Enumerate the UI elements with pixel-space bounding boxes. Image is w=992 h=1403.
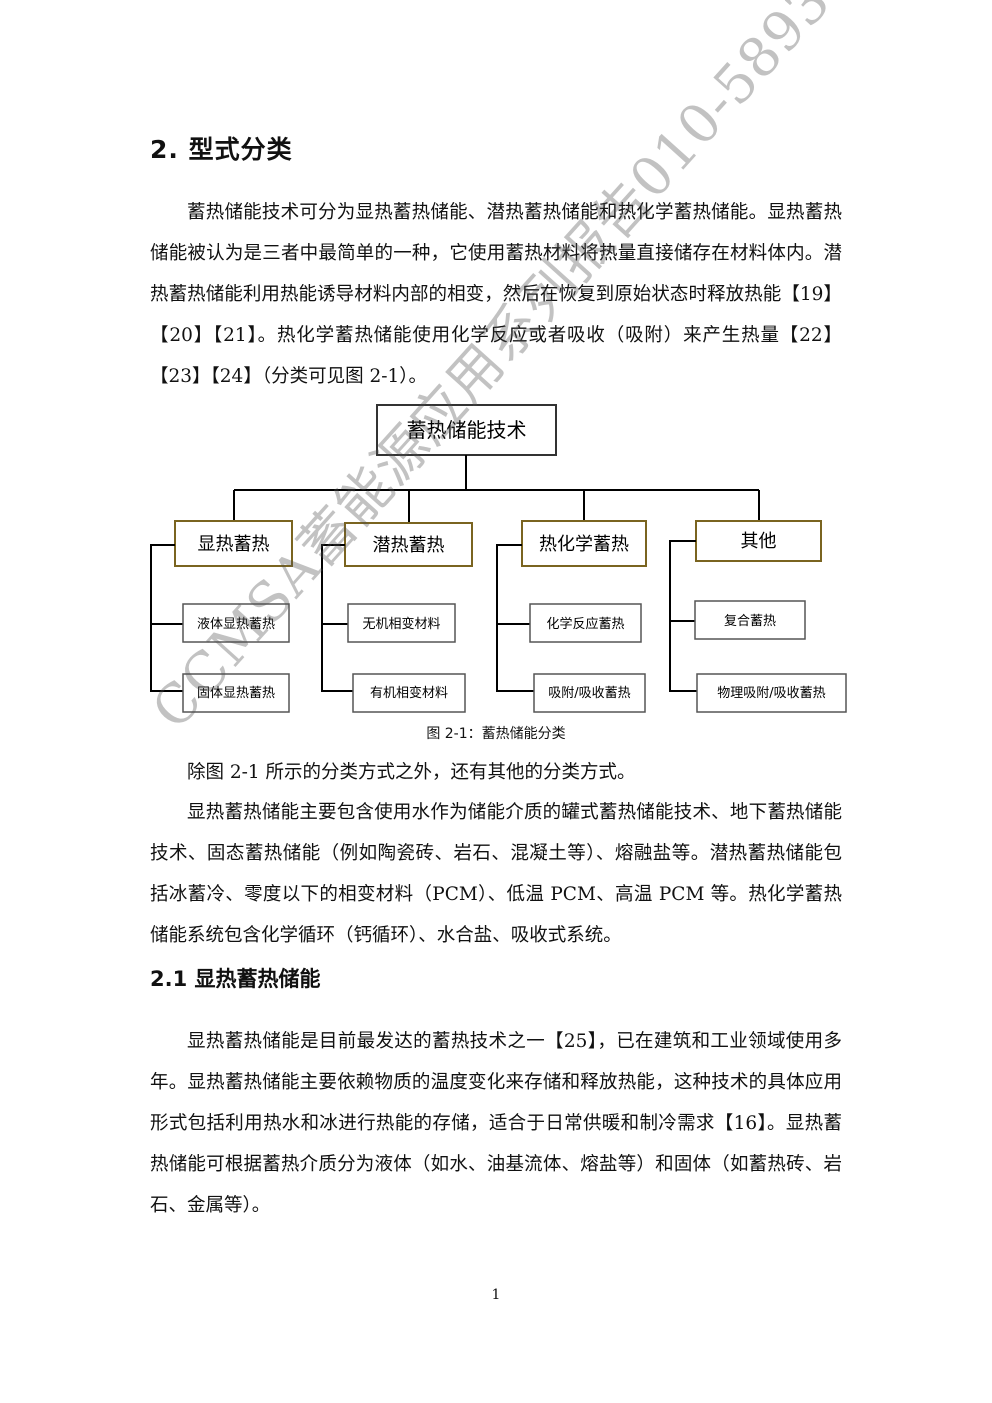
category-box-sensible: [174, 520, 293, 567]
page-number: 1: [491, 1287, 501, 1303]
category-label-latent: 潜热蓄热: [373, 535, 445, 556]
sub-box: [182, 673, 290, 713]
sub-label: 有机相变材料: [370, 685, 448, 701]
sub-box: [694, 600, 806, 640]
diagram-root-box: [376, 404, 557, 456]
sub-box: [182, 603, 290, 643]
sub-box: [352, 673, 466, 713]
sub-label: 液体显热蓄热: [197, 617, 275, 632]
paragraph-details: 显热蓄热储能主要包含使用水作为储能介质的罐式蓄热储能技术、地下蓄热储能技术、固态…: [150, 802, 842, 946]
sub-box: [533, 673, 646, 713]
sub-label: 复合蓄热: [724, 614, 776, 629]
sub-label: 吸附/吸收蓄热: [548, 686, 630, 701]
category-label-other: 其他: [741, 531, 777, 552]
category-box-thermochemical: [521, 520, 647, 567]
sub-label: 物理吸附/吸收蓄热: [717, 686, 825, 701]
diagram-root-label: 蓄热储能技术: [407, 418, 527, 442]
classification-diagram: 蓄热储能技术 显热蓄热 潜热蓄热 热化学蓄热 其他 液体显热蓄热 固体显热蓄热: [150, 404, 847, 713]
paragraph-sensible: 显热蓄热储能是目前最发达的蓄热技术之一【25】，已在建筑和工业领域使用多年。显热…: [150, 1031, 842, 1216]
connector: [150, 544, 183, 692]
sub-label: 无机相变材料: [362, 616, 440, 632]
sub-box: [696, 673, 847, 713]
sub-label: 化学反应蓄热: [546, 616, 624, 632]
sub-box: [529, 603, 642, 643]
subsection-heading: 2.1 显热蓄热储能: [150, 967, 321, 991]
connector: [496, 544, 534, 692]
paragraph-intro: 蓄热储能技术可分为显热蓄热储能、潜热蓄热储能和热化学蓄热储能。显热蓄热储能被认为…: [150, 202, 842, 387]
sub-label: 固体显热蓄热: [197, 686, 275, 701]
figure-caption: 图 2-1：蓄热储能分类: [426, 726, 566, 742]
paragraph-other-methods: 除图 2-1 所示的分类方式之外，还有其他的分类方式。: [187, 762, 636, 783]
connector: [669, 540, 697, 692]
category-label-thermochemical: 热化学蓄热: [539, 534, 629, 555]
category-box-latent: [344, 522, 473, 567]
connector: [321, 544, 353, 692]
section-heading: 2. 型式分类: [150, 135, 293, 164]
category-label-sensible: 显热蓄热: [198, 534, 270, 555]
sub-box: [347, 603, 456, 643]
